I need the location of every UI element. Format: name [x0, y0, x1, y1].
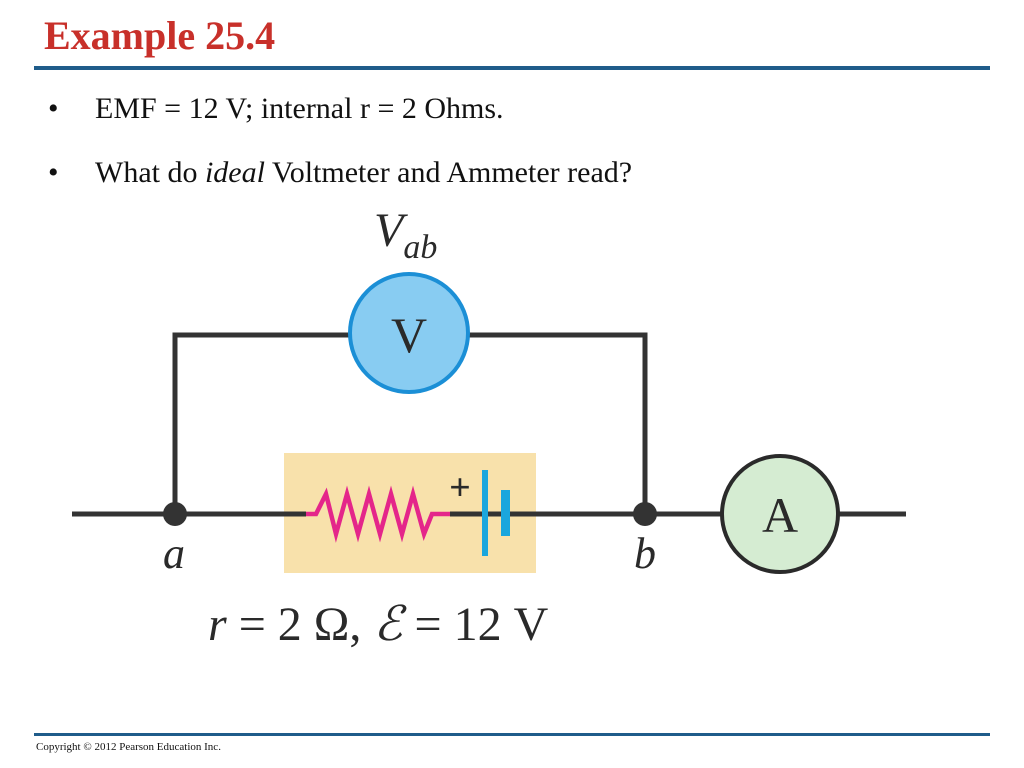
bullet-marker: • — [48, 156, 59, 189]
bullet-marker: • — [48, 92, 59, 125]
voltmeter-label: V — [391, 307, 427, 363]
wires — [72, 332, 906, 517]
circuit-caption: r = 2 Ω, ℰ = 12 V — [208, 598, 549, 651]
caption-r: r — [208, 598, 227, 651]
resistor-symbol — [306, 485, 450, 543]
vab-label-sub: ab — [403, 229, 437, 266]
vab-label-main: V — [374, 204, 408, 257]
voltmeter — [348, 272, 470, 394]
title-divider — [34, 66, 990, 70]
bullet-text: What do ideal Voltmeter and Ammeter read… — [95, 156, 632, 190]
wire-voltmeter-right — [468, 332, 648, 514]
battery-plus-sign: + — [449, 467, 471, 509]
bullet-text-after: Voltmeter and Ammeter read? — [264, 156, 633, 189]
battery-short-plate — [501, 490, 510, 536]
node-a-dot — [163, 502, 187, 526]
ammeter-label: A — [762, 487, 798, 543]
bullet-text-before: What do — [95, 156, 205, 189]
caption-end: = 12 V — [403, 598, 549, 651]
caption-emf-symbol: ℰ — [373, 598, 407, 651]
battery-long-plate — [482, 470, 488, 556]
vab-label: Vab — [374, 204, 437, 266]
node-b-label: b — [634, 529, 656, 578]
footer-divider — [34, 733, 990, 736]
slide-title: Example 25.4 — [44, 13, 276, 58]
bullet-text: EMF = 12 V; internal r = 2 Ohms. — [95, 92, 504, 125]
caption-mid: = 2 Ω, — [227, 598, 374, 651]
wire-voltmeter-left — [172, 332, 350, 514]
node-a-label: a — [163, 529, 185, 578]
node-b-dot — [633, 502, 657, 526]
bullet-text-emphasis: ideal — [204, 156, 265, 189]
copyright-notice: Copyright © 2012 Pearson Education Inc. — [36, 741, 221, 753]
ammeter — [720, 454, 840, 574]
